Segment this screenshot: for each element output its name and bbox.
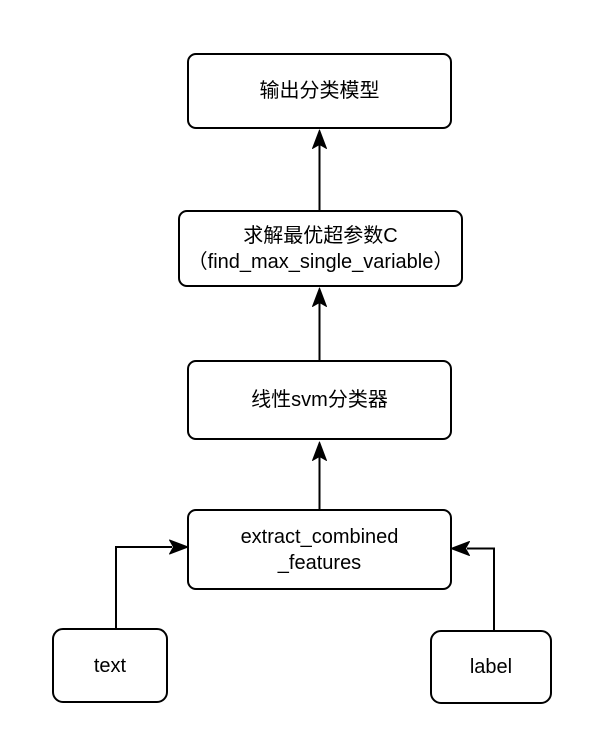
node-label: label bbox=[430, 630, 552, 704]
node-output-model: 输出分类模型 bbox=[187, 53, 452, 129]
arrowhead-up-icon bbox=[312, 129, 327, 149]
node-find-max-c: 求解最优超参数C （find_max_single_variable） bbox=[178, 210, 463, 287]
node-linear-svm-label: 线性svm分类器 bbox=[251, 389, 388, 411]
node-extract-features-label-line2: _features bbox=[277, 551, 362, 574]
node-text: text bbox=[52, 628, 168, 703]
node-find-max-c-label-line1: 求解最优超参数C bbox=[243, 224, 398, 247]
node-find-max-c-label-line2: （find_max_single_variable） bbox=[187, 250, 454, 273]
arrowhead-up-icon bbox=[312, 441, 327, 461]
node-extract-features-label-line1: extract_combined bbox=[240, 525, 399, 548]
edge-findmaxc-to-outputmodel bbox=[312, 129, 327, 210]
node-text-label: text bbox=[93, 654, 127, 677]
edge-linearsvm-to-findmaxc bbox=[312, 287, 327, 360]
arrowhead-up-icon bbox=[312, 287, 327, 307]
node-output-model-label: 输出分类模型 bbox=[259, 80, 380, 102]
arrowhead-right-icon bbox=[169, 539, 189, 555]
node-extract-features: extract_combined _features bbox=[187, 509, 452, 590]
edge-extract-to-linearsvm bbox=[312, 441, 327, 509]
edge-label-to-extract bbox=[450, 541, 495, 630]
node-label-label: label bbox=[469, 656, 513, 678]
edge-text-to-extract bbox=[115, 539, 189, 628]
arrowhead-left-icon bbox=[450, 541, 470, 556]
node-linear-svm: 线性svm分类器 bbox=[187, 360, 452, 440]
